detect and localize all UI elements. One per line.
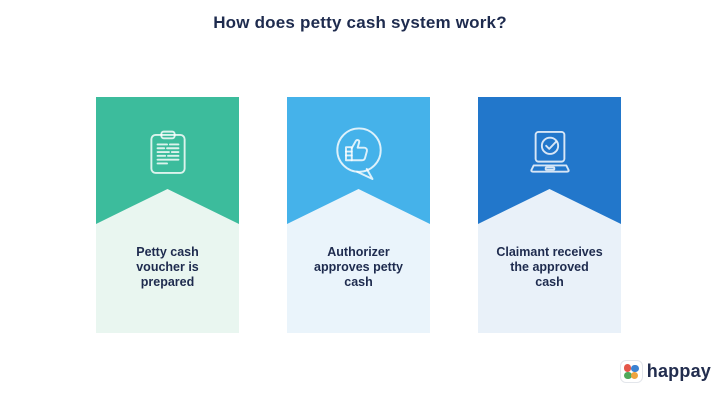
logo-dot-red (623, 364, 632, 372)
logo-dot-blue (631, 364, 639, 372)
logo-dot-yellow (630, 371, 639, 379)
happay-logo: happay (619, 360, 711, 383)
step-card-authorizer-approves: Authorizer approves petty cash (287, 97, 430, 333)
happay-logo-text: happay (646, 361, 711, 381)
page-title: How does petty cash system work? (213, 13, 507, 32)
logo-dot-green (624, 371, 632, 379)
voucher-icon (96, 123, 239, 183)
step-card-voucher-prepared: Petty cash voucher is prepared (96, 97, 239, 333)
thumbs-up-bubble-icon (287, 123, 430, 183)
happay-logo-icon (619, 360, 643, 383)
step-card-claimant-receives: Claimant receives the approved cash (478, 97, 621, 333)
card-label: Authorizer approves petty cash (314, 245, 403, 289)
laptop-check-icon (478, 123, 621, 183)
card-label: Petty cash voucher is prepared (136, 245, 199, 289)
card-label: Claimant receives the approved cash (496, 245, 603, 289)
